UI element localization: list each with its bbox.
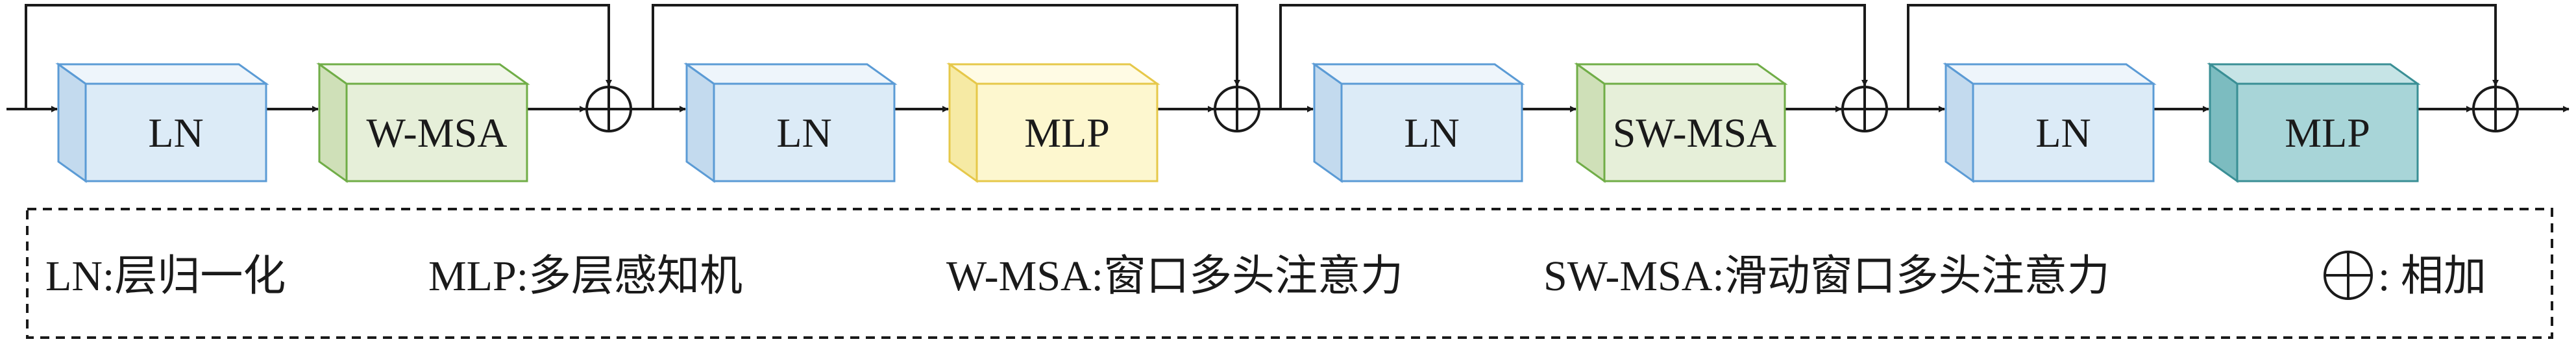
- block-wmsa: W-MSA: [316, 62, 530, 183]
- legend-ln: LN:层归一化: [45, 253, 286, 300]
- block-ln3: LN: [1311, 62, 1525, 183]
- add-node: [1841, 86, 1888, 132]
- add-node: [585, 86, 632, 132]
- legend-mlp: MLP:多层感知机: [428, 253, 742, 300]
- block-top-face: [946, 63, 1160, 85]
- block-top-face: [1311, 63, 1525, 85]
- block-label: LN: [148, 110, 203, 156]
- block-swmsa: SW-MSA: [1574, 62, 1788, 183]
- block-label: LN: [1404, 110, 1459, 156]
- add-node: [1214, 86, 1260, 132]
- block-label: SW-MSA: [1613, 110, 1777, 156]
- block-ln1: LN: [55, 62, 269, 183]
- block-front-face: [1603, 82, 1786, 182]
- block-front-face: [713, 82, 896, 182]
- block-front-face: [1340, 82, 1523, 182]
- add-node: [2472, 86, 2519, 132]
- block-front-face: [975, 82, 1159, 182]
- block-front-face: [2236, 82, 2419, 182]
- block-ln4: LN: [1943, 62, 2157, 183]
- skip-connection: [1907, 4, 2499, 109]
- block-top-face: [316, 63, 530, 85]
- block-top-face: [683, 63, 898, 85]
- block-front-face: [84, 82, 267, 182]
- skip-connection: [652, 4, 1240, 109]
- block-mlp1: MLP: [946, 62, 1160, 183]
- legend-swmsa: SW-MSA:滑动窗口多头注意力: [1543, 253, 2110, 300]
- block-top-face: [2207, 63, 2421, 85]
- legend-add-icon: [2324, 251, 2373, 300]
- block-label: MLP: [2285, 110, 2370, 156]
- skip-connection: [1279, 4, 1868, 109]
- add-nodes-layer: [585, 86, 2519, 132]
- block-top-face: [55, 63, 269, 85]
- block-label: LN: [2035, 110, 2091, 156]
- block-label: MLP: [1024, 110, 1110, 156]
- legend-add: : 相加: [2378, 253, 2486, 300]
- block-front-face: [1972, 82, 2155, 182]
- block-mlp2: MLP: [2207, 62, 2421, 183]
- legend-wmsa: W-MSA:窗口多头注意力: [946, 253, 1403, 300]
- block-label: LN: [776, 110, 831, 156]
- block-top-face: [1574, 63, 1788, 85]
- flow-lines: [6, 4, 2570, 112]
- block-front-face: [345, 82, 528, 182]
- skip-connection: [25, 4, 612, 109]
- block-top-face: [1943, 63, 2157, 85]
- block-label: W-MSA: [367, 110, 508, 156]
- blocks-layer: LN W-MSA LN MLP LN SW-MSA LN MLP: [55, 62, 2421, 183]
- block-ln2: LN: [683, 62, 898, 183]
- legend-box: [26, 208, 2553, 339]
